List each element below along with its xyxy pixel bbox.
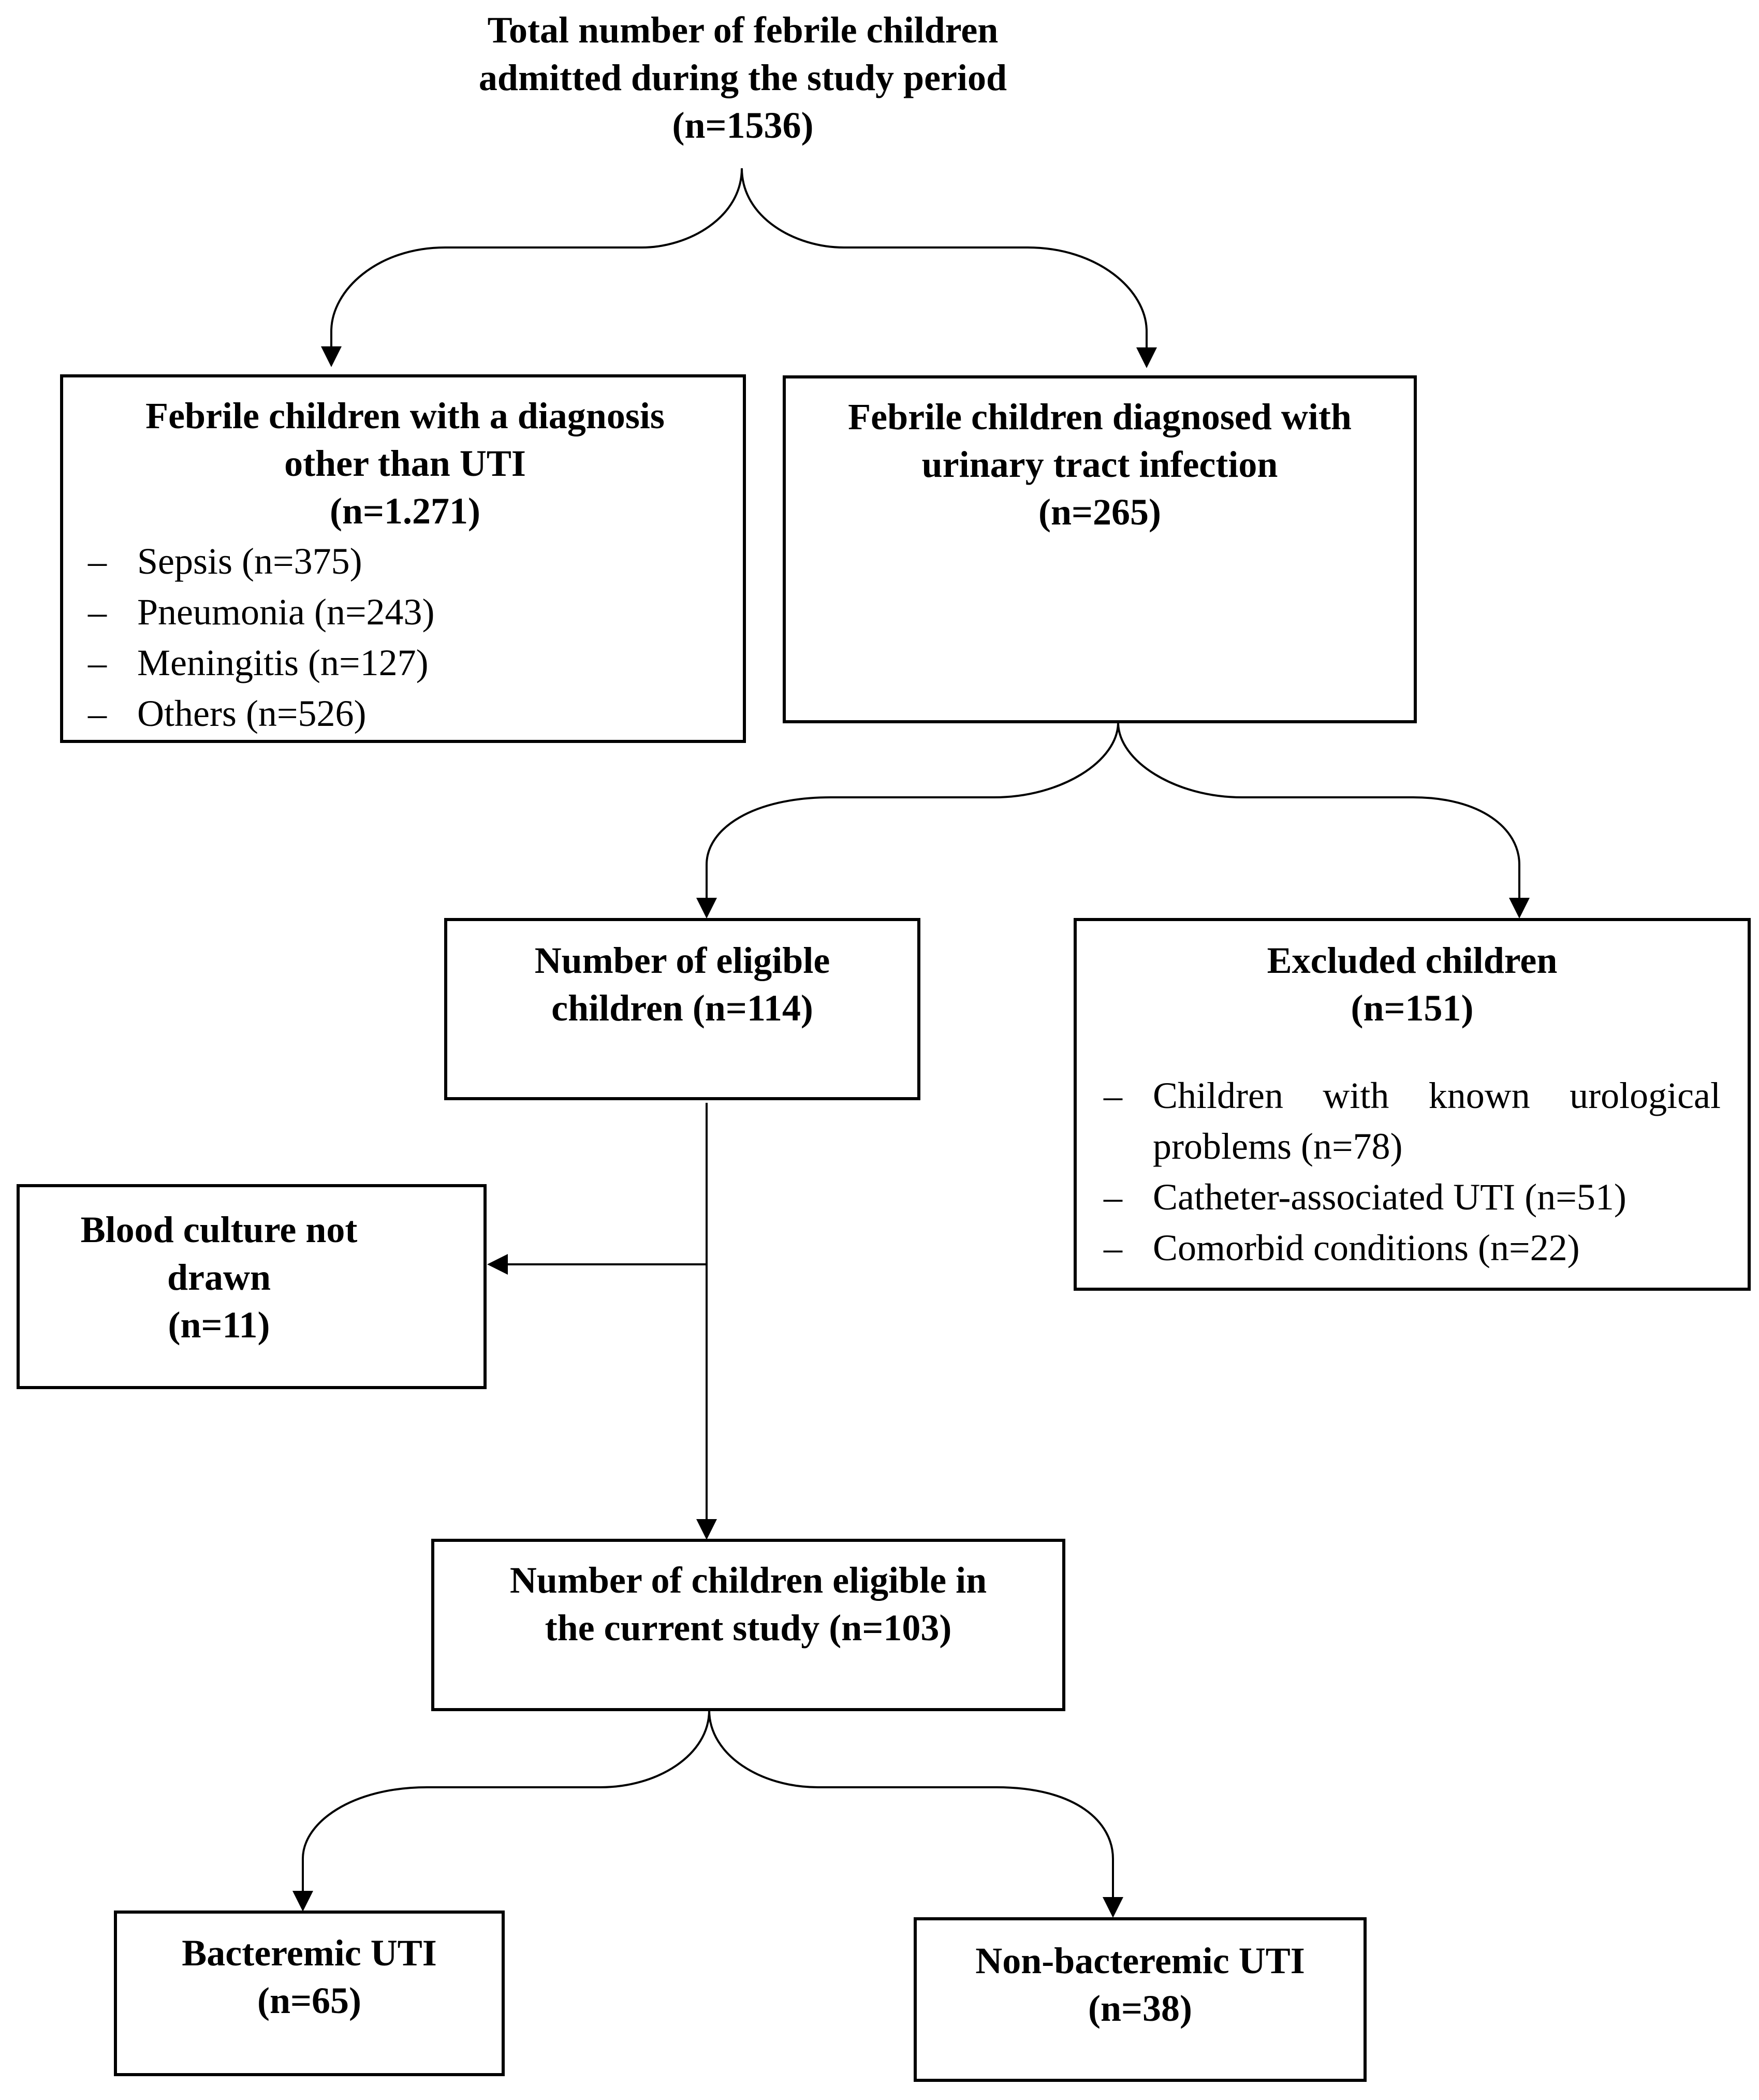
uti-count: (n=265) xyxy=(1038,491,1162,533)
bacteremic-count: (n=65) xyxy=(257,1980,362,2021)
bacteremic-heading: Bacteremic UTI (n=65) xyxy=(127,1929,491,2024)
list-item-comorbid: Comorbid conditions (n=22) xyxy=(1104,1222,1721,1273)
other-diagnosis-box: Febrile children with a diagnosis other … xyxy=(60,374,746,743)
connector-uti-to-eligible xyxy=(696,722,1119,918)
connector-current-to-non-bacteremic xyxy=(708,1710,1123,1918)
non-bacteremic-box: Non-bacteremic UTI (n=38) xyxy=(914,1917,1367,2082)
no-blood-culture-line-1: Blood culture not xyxy=(80,1209,358,1250)
total-febrile-children: Total number of febrile children admitte… xyxy=(404,6,1082,149)
list-item-others: Others (n=526) xyxy=(88,688,722,739)
list-item-catheter-associated: Catheter-associated UTI (n=51) xyxy=(1104,1172,1721,1222)
non-bacteremic-count: (n=38) xyxy=(1088,1988,1193,2029)
eligible-line-2: children (n=114) xyxy=(551,987,813,1029)
list-item-urological-problems: Children with known urological problems … xyxy=(1104,1070,1721,1172)
excluded-list: Children with known urological problems … xyxy=(1104,1070,1721,1273)
bacteremic-box: Bacteremic UTI (n=65) xyxy=(114,1911,505,2076)
eligible-line-1: Number of eligible xyxy=(534,940,830,981)
total-line-1: Total number of febrile children xyxy=(487,9,999,51)
total-line-2: admitted during the study period xyxy=(478,57,1007,98)
current-study-heading: Number of children eligible in the curre… xyxy=(445,1556,1052,1652)
other-diagnosis-list: Sepsis (n=375) Pneumonia (n=243) Meningi… xyxy=(88,536,722,739)
other-diagnosis-line-2: other than UTI xyxy=(284,443,526,484)
no-blood-culture-box: Blood culture not drawn (n=11) xyxy=(17,1184,487,1389)
total-count: (n=1536) xyxy=(672,105,814,146)
current-study-line-1: Number of children eligible in xyxy=(509,1559,987,1601)
connector-total-to-other xyxy=(321,168,743,367)
other-diagnosis-line-1: Febrile children with a diagnosis xyxy=(145,395,665,436)
excluded-count: (n=151) xyxy=(1351,987,1474,1029)
uti-line-2: urinary tract infection xyxy=(921,444,1278,485)
connector-total-to-uti xyxy=(741,168,1157,368)
list-item-pneumonia: Pneumonia (n=243) xyxy=(88,587,722,637)
uti-box: Febrile children diagnosed with urinary … xyxy=(783,375,1417,723)
excluded-heading: Excluded children (n=151) xyxy=(1104,937,1721,1032)
uti-line-1: Febrile children diagnosed with xyxy=(848,396,1352,438)
list-item-meningitis: Meningitis (n=127) xyxy=(88,637,722,688)
bacteremic-line-1: Bacteremic UTI xyxy=(182,1932,437,1974)
current-study-box: Number of children eligible in the curre… xyxy=(431,1539,1065,1711)
other-diagnosis-heading: Febrile children with a diagnosis other … xyxy=(88,392,722,535)
connector-current-to-bacteremic xyxy=(292,1710,710,1912)
non-bacteremic-line-1: Non-bacteremic UTI xyxy=(975,1940,1305,1981)
other-diagnosis-count: (n=1.271) xyxy=(329,490,481,532)
no-blood-culture-line-2: drawn xyxy=(167,1257,271,1298)
eligible-box: Number of eligible children (n=114) xyxy=(444,918,920,1100)
uti-heading: Febrile children diagnosed with urinary … xyxy=(796,393,1403,536)
eligible-heading: Number of eligible children (n=114) xyxy=(458,937,907,1032)
excluded-box: Excluded children (n=151) Children with … xyxy=(1074,918,1751,1291)
list-item-sepsis: Sepsis (n=375) xyxy=(88,536,722,587)
current-study-line-2: the current study (n=103) xyxy=(545,1607,952,1649)
non-bacteremic-heading: Non-bacteremic UTI (n=38) xyxy=(927,1937,1353,2032)
connector-uti-to-excluded xyxy=(1117,722,1530,918)
no-blood-culture-count: (n=11) xyxy=(168,1304,270,1346)
no-blood-culture-heading: Blood culture not drawn (n=11) xyxy=(20,1206,496,1349)
excluded-line-1: Excluded children xyxy=(1267,940,1558,981)
